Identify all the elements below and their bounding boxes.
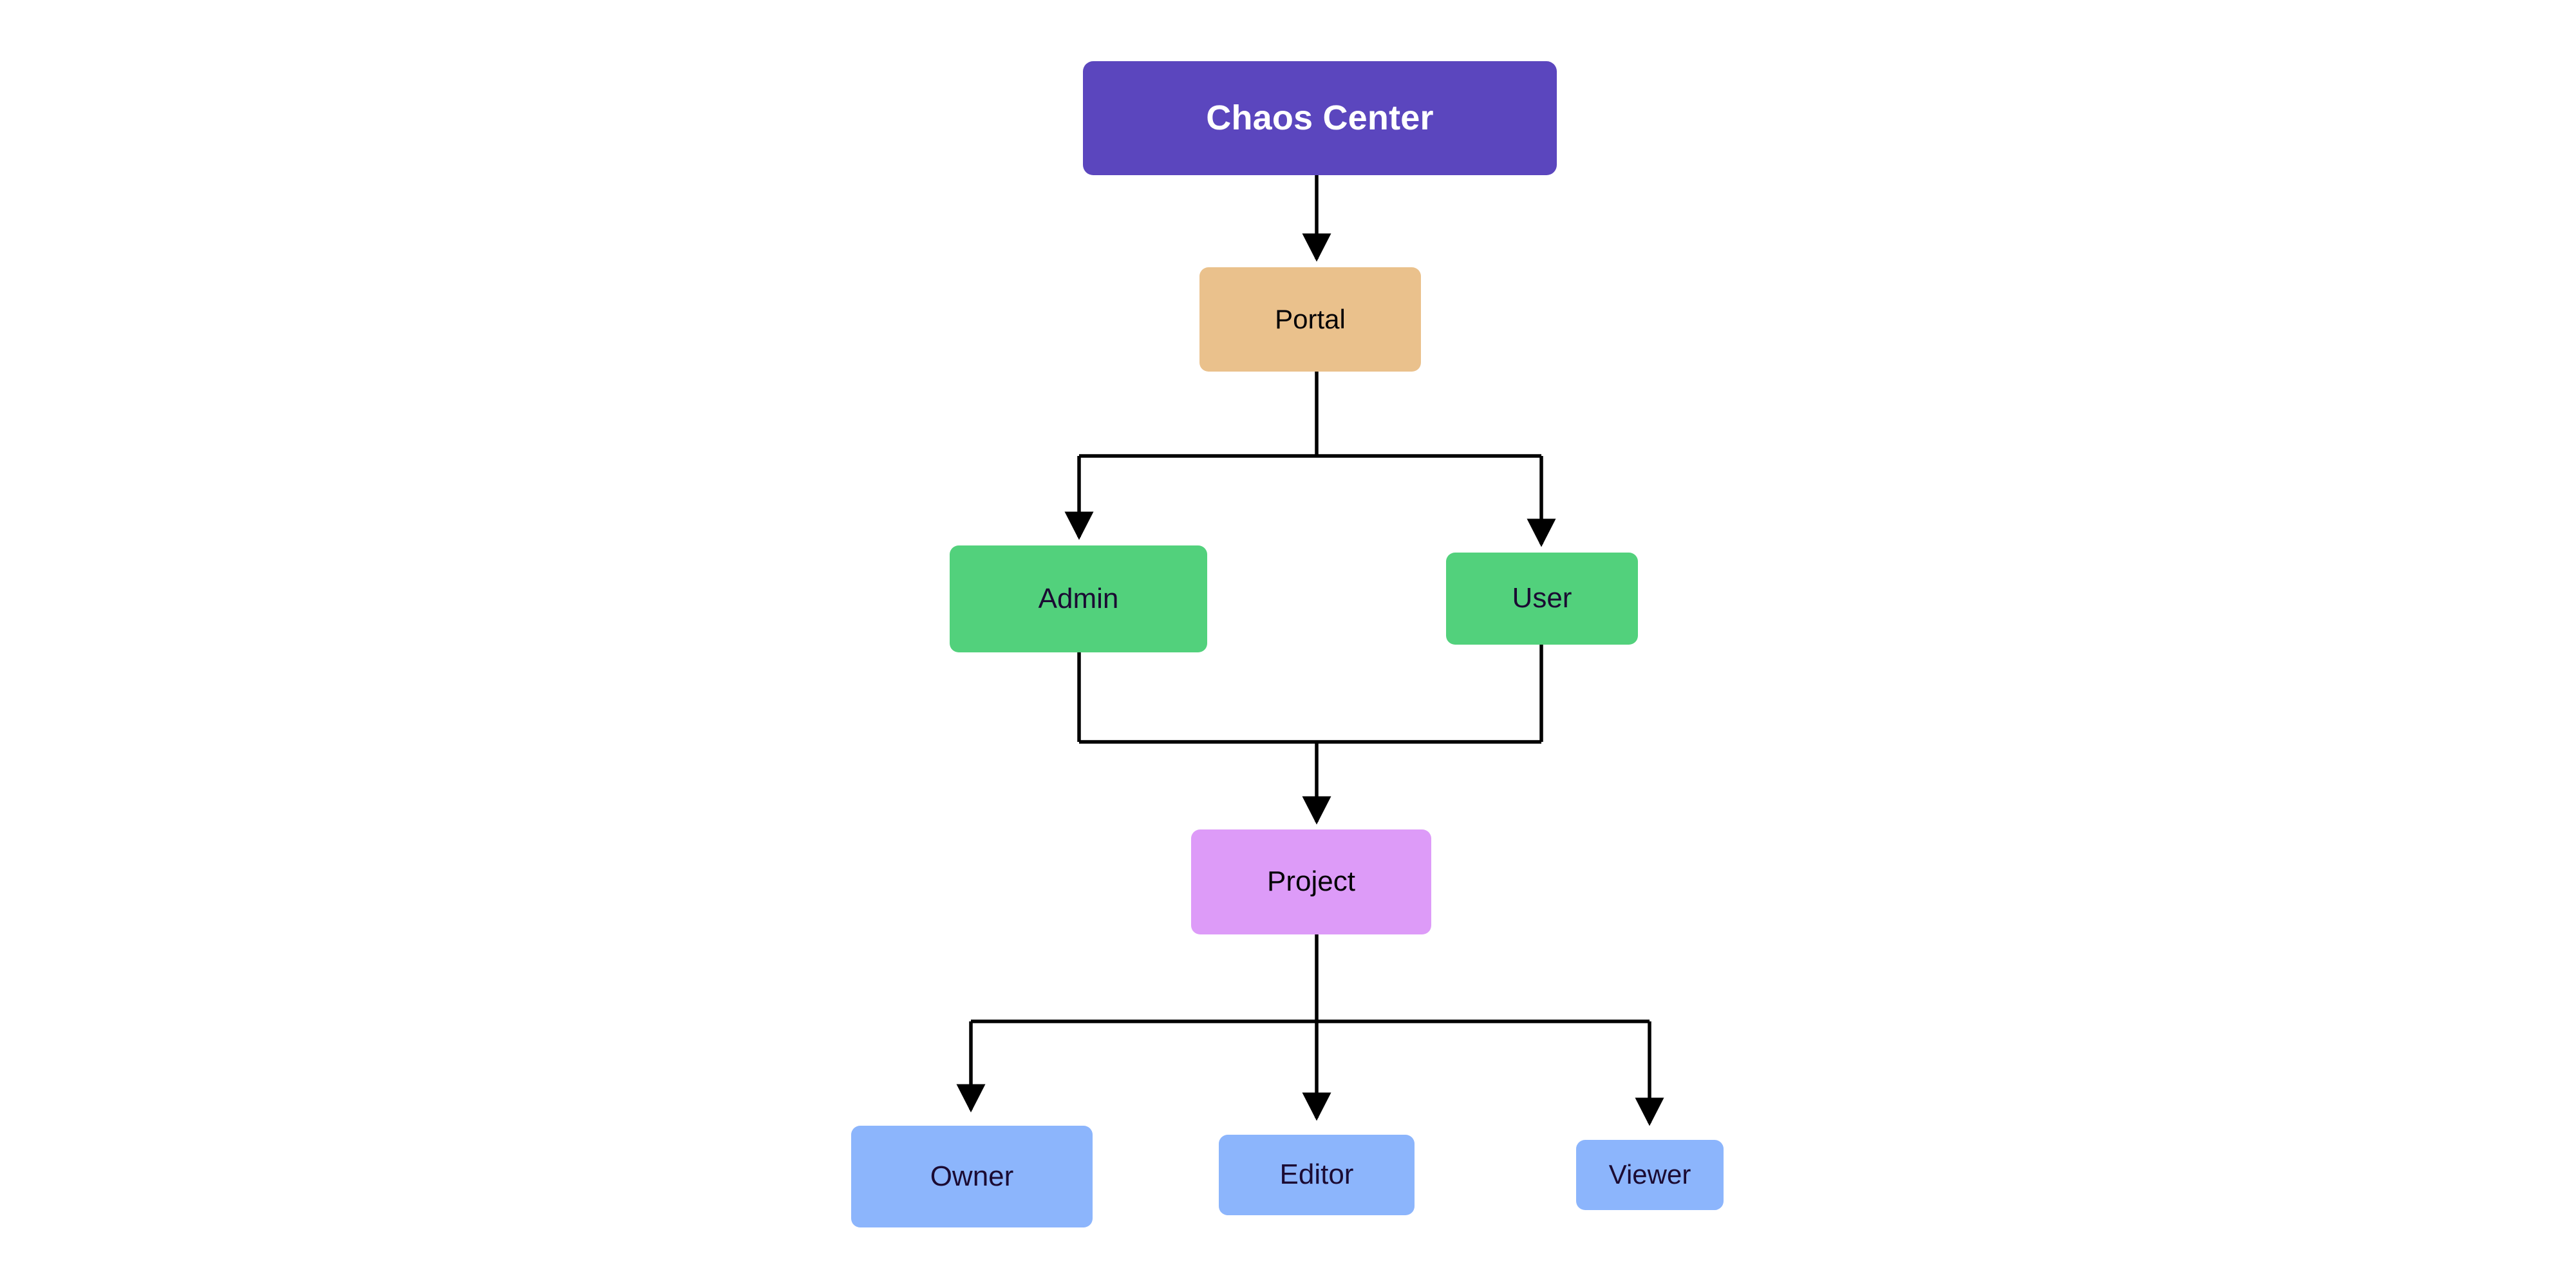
node-admin-label: Admin [1038,582,1119,614]
node-viewer-label: Viewer [1608,1159,1691,1190]
node-admin[interactable]: Admin [950,545,1207,652]
node-editor-label: Editor [1279,1159,1354,1191]
node-chaos-center-label: Chaos Center [1206,98,1434,137]
node-user[interactable]: User [1446,553,1638,645]
node-owner[interactable]: Owner [851,1126,1093,1227]
node-portal-label: Portal [1275,303,1346,334]
node-project-label: Project [1267,866,1355,898]
node-chaos-center[interactable]: Chaos Center [1083,61,1557,175]
node-user-label: User [1512,582,1572,614]
node-viewer[interactable]: Viewer [1576,1140,1724,1210]
node-project[interactable]: Project [1191,829,1431,934]
node-portal[interactable]: Portal [1199,267,1421,372]
node-owner-label: Owner [930,1160,1014,1192]
node-editor[interactable]: Editor [1219,1135,1415,1215]
